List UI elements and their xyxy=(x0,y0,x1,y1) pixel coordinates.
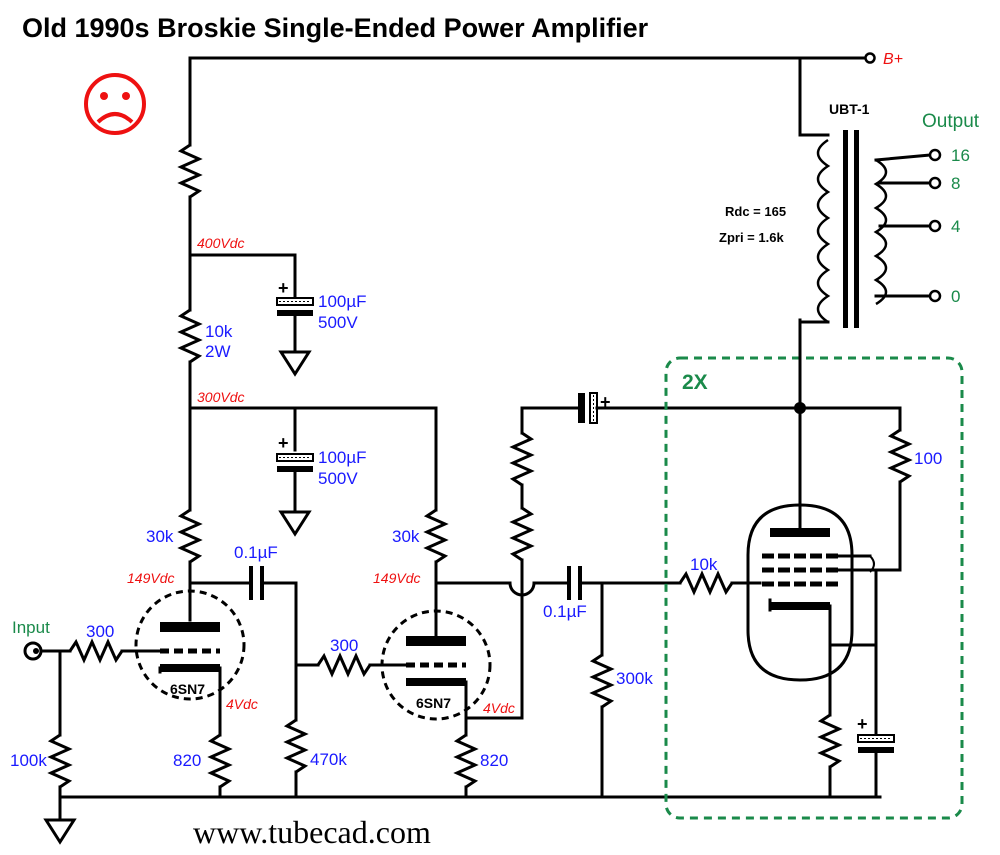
tube1-label: 6SN7 xyxy=(170,681,205,697)
stage1-cathode-voltage: 4Vdc xyxy=(226,696,258,712)
stage1-plate-voltage: 149Vdc xyxy=(127,570,174,586)
input-grid-resistor xyxy=(68,638,164,664)
svg-text:+: + xyxy=(278,433,289,453)
stage2-grid-resistor xyxy=(294,652,408,678)
coupling2-value: 0.1µF xyxy=(543,602,587,621)
output-transformer xyxy=(798,56,942,328)
cap1-rating: 500V xyxy=(318,313,358,332)
input-grid-value: 300 xyxy=(86,622,114,641)
power-cathode-network: + xyxy=(817,570,895,799)
input-label: Input xyxy=(12,618,50,637)
stage1-load-value: 30k xyxy=(146,527,174,546)
supply-column xyxy=(177,56,438,512)
stage2-cathode-value: 820 xyxy=(480,751,508,770)
transformer-zpri: Zpri = 1.6k xyxy=(719,230,784,245)
output-tap-0: 0 xyxy=(951,287,960,306)
bootstrap-path xyxy=(509,406,580,720)
svg-text:+: + xyxy=(600,392,611,412)
output-tap-16: 16 xyxy=(951,146,970,165)
output-grid-value: 300k xyxy=(616,669,653,688)
parallel-module-box xyxy=(664,356,964,820)
grid-leak-resistor xyxy=(283,718,309,799)
svg-text:+: + xyxy=(278,278,289,298)
stage2-cathode-resistor xyxy=(453,733,479,799)
bootstrap-capacitor: + xyxy=(578,392,802,424)
input-ground-resistor xyxy=(43,649,77,845)
screen-resistor-value: 100 xyxy=(914,449,942,468)
dropper-resistor-value: 10k xyxy=(205,322,233,341)
screen-resistor xyxy=(798,406,913,572)
sad-face-icon xyxy=(84,73,146,135)
stage1-cathode-value: 820 xyxy=(173,751,201,770)
coupling-capacitor-1 xyxy=(249,566,298,722)
stage2-load-value: 30k xyxy=(392,527,420,546)
tube-2: 6SN7 xyxy=(380,609,492,721)
transformer-name: UBT-1 xyxy=(829,101,870,117)
output-grid-resistor xyxy=(589,653,615,799)
filter-capacitor-1: + xyxy=(276,278,314,377)
cap2-value: 100µF xyxy=(318,448,367,467)
output-tap-8: 8 xyxy=(951,174,960,193)
voltage-400: 400Vdc xyxy=(197,235,244,251)
output-tap-4: 4 xyxy=(951,217,960,236)
grid-leak-value: 470k xyxy=(310,750,347,769)
stage2-grid-value: 300 xyxy=(330,636,358,655)
stage1-cathode-resistor xyxy=(207,733,233,799)
transformer-rdc: Rdc = 165 xyxy=(725,204,786,219)
filter-capacitor-2: + xyxy=(276,433,314,537)
schematic-title: Old 1990s Broskie Single-Ended Power Amp… xyxy=(22,13,649,43)
input-ground-value: 100k xyxy=(10,751,47,770)
site-footer: www.tubecad.com xyxy=(193,814,431,850)
cap2-rating: 500V xyxy=(318,469,358,488)
stage1-plate-load xyxy=(177,508,250,622)
voltage-300: 300Vdc xyxy=(197,389,244,405)
stage2-plate-load xyxy=(423,508,568,638)
stage2-plate-voltage: 149Vdc xyxy=(373,570,420,586)
power-tube xyxy=(746,318,902,682)
input-jack-icon[interactable] xyxy=(23,641,72,661)
svg-text:+: + xyxy=(857,714,868,734)
output-title: Output xyxy=(922,111,980,132)
tube-1: 6SN7 xyxy=(134,589,246,701)
parallel-module-label: 2X xyxy=(682,371,708,394)
bplus-label: B+ xyxy=(883,51,903,68)
stopper-value: 10k xyxy=(690,555,718,574)
bplus-rail xyxy=(188,52,876,64)
stage2-cathode-voltage: 4Vdc xyxy=(483,700,515,716)
dropper-resistor-power: 2W xyxy=(205,342,231,361)
coupling-capacitor-2 xyxy=(567,566,682,657)
tube2-label: 6SN7 xyxy=(416,695,451,711)
cap1-value: 100µF xyxy=(318,292,367,311)
stopper-resistor xyxy=(678,570,762,596)
coupling1-value: 0.1µF xyxy=(234,543,278,562)
